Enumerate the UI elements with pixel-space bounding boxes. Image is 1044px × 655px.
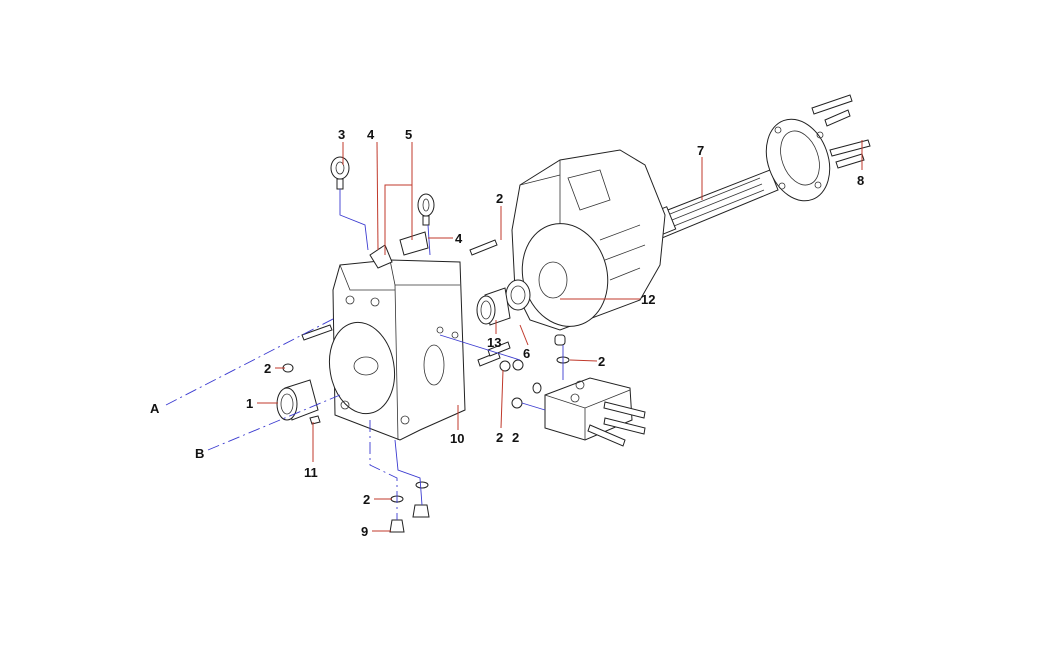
valve-block [544, 334, 646, 447]
label-2: 2 [512, 430, 519, 445]
label-2: 2 [496, 430, 503, 445]
label-4: 4 [367, 127, 375, 142]
label-13: 13 [487, 335, 501, 350]
label-6: 6 [523, 346, 530, 361]
eye-bolts [330, 156, 435, 226]
pump-housing [505, 149, 666, 331]
port-plate [328, 231, 466, 441]
label-9: 9 [361, 524, 368, 539]
drive-shaft [645, 118, 831, 239]
label-2: 2 [363, 492, 370, 507]
label-7: 7 [697, 143, 704, 158]
leader-lines [257, 140, 863, 532]
label-5: 5 [405, 127, 412, 142]
label-10: 10 [450, 431, 464, 446]
label-11: 11 [304, 465, 318, 480]
label-8: 8 [857, 173, 864, 188]
connector-lines [165, 189, 564, 520]
label-3: 3 [338, 127, 345, 142]
needle-bearing [276, 379, 319, 421]
label-B: B [195, 446, 204, 461]
label-12: 12 [641, 292, 655, 307]
label-1: 1 [246, 396, 253, 411]
label-A: A [150, 401, 160, 416]
label-2: 2 [496, 191, 503, 206]
label-2: 2 [598, 354, 605, 369]
part-labels: 3 4 5 4 2 7 8 12 13 6 2 2 A 1 B 11 10 2 … [150, 127, 864, 539]
label-4: 4 [455, 231, 463, 246]
label-2: 2 [264, 361, 271, 376]
sleeve-bushing [476, 287, 511, 326]
flange-bolts [811, 94, 871, 169]
